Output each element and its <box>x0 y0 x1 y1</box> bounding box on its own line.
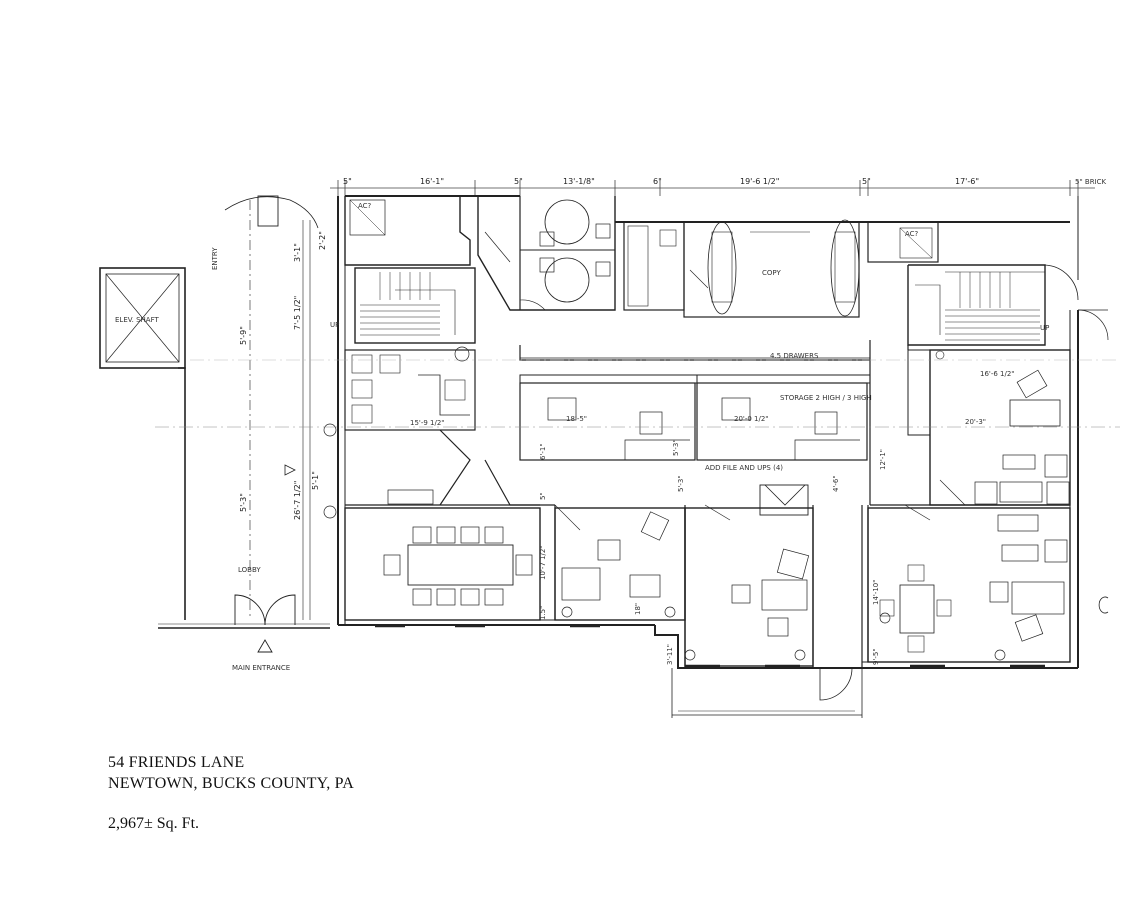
brick-label: 5" BRICK <box>1075 178 1107 186</box>
ac-room-west: AC? <box>344 196 471 266</box>
lobby-area: ENTRY LOBBY MAIN ENTRANCE <box>158 195 330 672</box>
dim-left-4: 5'-1" <box>311 471 320 490</box>
dim-top-1: 16'-1" <box>420 177 444 186</box>
dim-int-10: 4'-6" <box>832 475 840 492</box>
dim-left-5: 5'-3" <box>239 493 248 512</box>
dim-top-4: 6" <box>653 177 662 186</box>
dim-int-4: 10'-7 1/2" <box>539 545 547 580</box>
stair-east: UP <box>907 264 1109 346</box>
copy-room: COPY <box>623 219 860 318</box>
lobby-label: LOBBY <box>238 566 261 574</box>
dim-int-9: 5'-3" <box>677 475 685 492</box>
restrooms <box>477 196 616 311</box>
dim-top-3: 13'-1/8" <box>563 177 595 186</box>
elevator-label: ELEV. SHAFT <box>115 316 159 324</box>
dim-int-1: 20'-0 1/2" <box>734 415 769 423</box>
dim-left-0: 3'-1" <box>293 243 302 262</box>
south-office-3: 14'-10" <box>867 507 1109 663</box>
dim-int-12: 5'-3" <box>672 439 680 456</box>
south-canopy <box>671 668 863 718</box>
address-line-1: 54 FRIENDS LANE <box>108 754 245 771</box>
up-label-east: UP <box>1040 324 1049 332</box>
ac-room-east: AC? <box>867 221 939 263</box>
copy-label: COPY <box>762 269 781 277</box>
ac-label-east: AC? <box>905 230 919 238</box>
dim-top-2: 5" <box>514 177 523 186</box>
dim-left-2: 5'-9" <box>239 326 248 345</box>
entry-label: ENTRY <box>211 247 219 270</box>
top-dimension-string <box>330 180 1095 196</box>
top-dimension-labels: 5" 16'-1" 5" 13'-1/8" 6" 19'-6 1/2" 5" 1… <box>343 177 1107 186</box>
dim-top-5: 19'-6 1/2" <box>740 177 779 186</box>
left-dimension-labels: 3'-1" 7'-5 1/2" 5'-9" 26'-7 1/2" 5'-1" 5… <box>239 231 327 520</box>
storage-note: STORAGE 2 HIGH / 3 HIGH <box>780 394 872 402</box>
square-footage: 2,967± Sq. Ft. <box>108 815 200 832</box>
dim-top-6: 5" <box>862 177 871 186</box>
up-label-west: UP <box>330 321 339 329</box>
central-workstations: 18'-5" 20'-0 1/2" 4.5 DRAWERS STORAGE 2 … <box>519 352 872 472</box>
dim-top-0: 5" <box>343 177 352 186</box>
dim-int-3: 20'-3" <box>965 418 986 426</box>
dim-left-6: 2'-2" <box>318 231 327 250</box>
elevator-shaft: ELEV. SHAFT <box>99 267 186 369</box>
dim-int-5: 14'-10" <box>872 580 880 605</box>
floor-plan-drawing: 5" 16'-1" 5" 13'-1/8" 6" 19'-6 1/2" 5" 1… <box>99 177 1120 718</box>
dim-top-7: 17'-6" <box>955 177 979 186</box>
corridor-dimensions: 12'-1" 6'-1" 5'-3" 4'-6" 5" 5'-3" 18" 1.… <box>539 439 887 665</box>
dim-int-8: 6'-1" <box>539 443 547 460</box>
dim-int-0: 18'-5" <box>566 415 587 423</box>
dim-int-7: 12'-1" <box>879 449 887 470</box>
address-line-2: NEWTOWN, BUCKS COUNTY, PA <box>108 775 355 792</box>
dim-int-2: 16'-6 1/2" <box>980 370 1015 378</box>
ac-label-west: AC? <box>358 202 372 210</box>
dim-int-11: 5" <box>539 492 547 500</box>
add-note: ADD FILE AND UPS (4) <box>705 464 783 472</box>
stair-west: UP <box>330 267 476 344</box>
dim-int-15: 3'-11" <box>666 644 674 665</box>
dim-left-3: 26'-7 1/2" <box>293 481 302 520</box>
dim-int-16: 9'-5" <box>872 648 880 665</box>
south-office-1: 10'-7 1/2" <box>539 507 686 621</box>
interior-partitions <box>345 340 1070 668</box>
address-block: 54 FRIENDS LANE NEWTOWN, BUCKS COUNTY, P… <box>108 752 354 794</box>
main-entrance-label: MAIN ENTRANCE <box>232 664 290 672</box>
dim-int-13: 18" <box>634 603 642 615</box>
drawers-note: 4.5 DRAWERS <box>770 352 819 360</box>
dim-left-1: 7'-5 1/2" <box>293 296 302 330</box>
reception-area: 15'-9 1/2" <box>344 346 540 506</box>
dim-int-6: 15'-9 1/2" <box>410 419 445 427</box>
south-windows <box>375 624 1045 668</box>
conference-room <box>323 423 541 621</box>
east-office-upper: 16'-6 1/2" 20'-3" <box>907 349 1071 506</box>
dim-int-14: 1.5" <box>539 606 547 620</box>
